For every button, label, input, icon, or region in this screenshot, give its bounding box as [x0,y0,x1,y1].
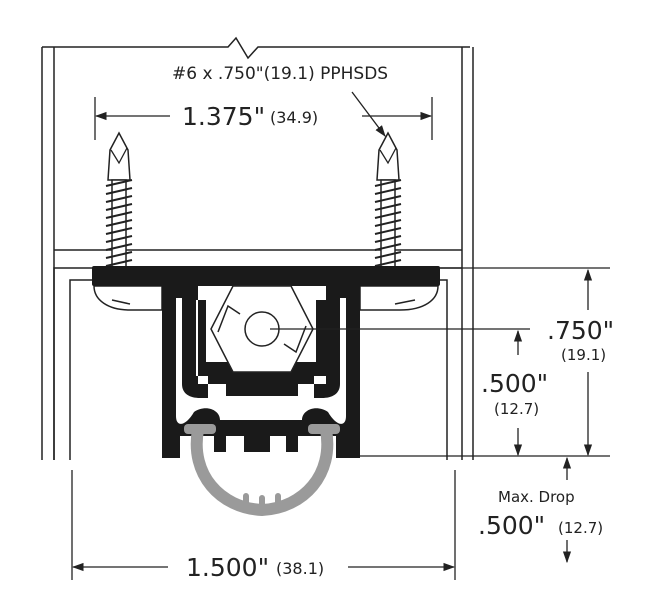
height-inch-label: .750" [547,316,615,345]
max-drop-caption: Max. Drop [498,488,575,506]
seal-height-inch-label: .500" [481,369,549,398]
screw-spacing-inch-label: 1.375" [182,102,266,131]
left-screw-icon [105,131,133,269]
screw-spacing-mm-label: (34.9) [270,108,319,127]
height-mm-label: (19.1) [561,346,607,364]
width-mm-label: (38.1) [276,559,325,578]
left-screw-head-icon [93,285,163,311]
seal-height-mm-label: (12.7) [494,400,540,418]
right-screw-icon [374,131,402,269]
housing [92,266,440,458]
seal-insert [184,424,340,517]
dimension-lines [71,91,610,580]
screw-spec-label: #6 x .750"(19.1) PPHSDS [172,64,389,84]
max-drop-mm-label: (12.7) [558,519,604,537]
right-screw-head-icon [359,285,439,311]
width-inch-label: 1.500" [186,553,270,582]
max-drop-inch-label: .500" [478,511,546,540]
